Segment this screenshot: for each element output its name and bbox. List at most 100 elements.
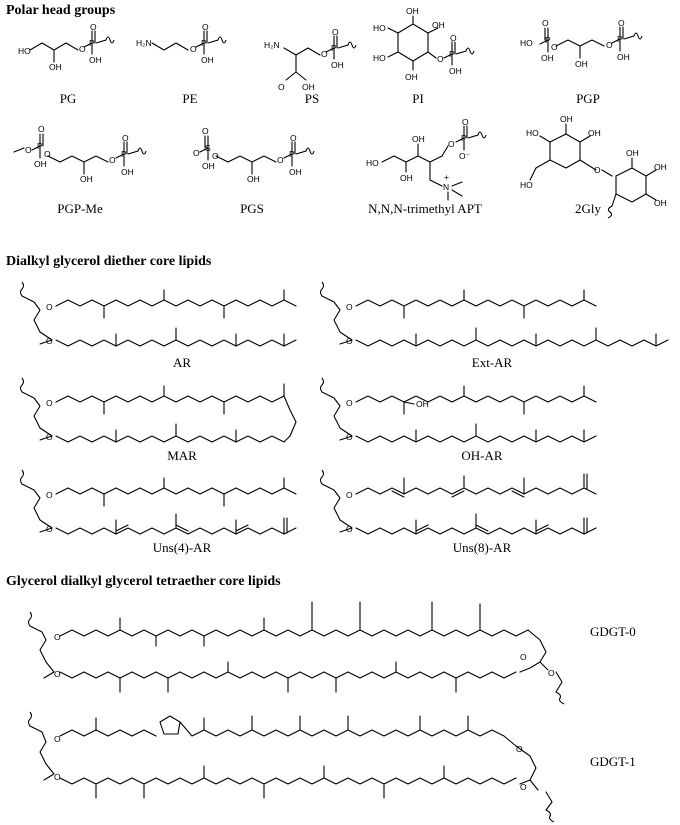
atom-label-oh: OH — [617, 52, 630, 62]
atom-label-o: O — [606, 40, 613, 50]
atom-label-o: O — [46, 302, 53, 312]
structure-Uns8-AR: O O — [319, 469, 597, 535]
atom-label-oh: OH — [247, 174, 260, 184]
atom-label-o: O — [332, 27, 339, 37]
atom-label-p: P — [37, 141, 43, 151]
atom-label-p: P — [201, 38, 207, 48]
atom-label-o: O — [448, 139, 455, 149]
structure-PE: H₂N O P O OH — [136, 22, 227, 65]
atom-label-oh: OH — [34, 159, 47, 169]
atom-label-oh: OH — [202, 161, 215, 171]
atom-label-oh: OH — [560, 114, 573, 124]
atom-label-oh: OH — [588, 128, 601, 138]
label-Uns4-AR: Uns(4)-AR — [153, 540, 212, 555]
atom-label-o: O — [54, 772, 61, 782]
atom-label-oh: OH — [289, 167, 302, 177]
atom-label-o: O — [193, 148, 200, 158]
atom-label-p: P — [89, 38, 95, 48]
structure-PI: OH HO OH HO OH O P O OH — [373, 6, 475, 82]
structure-APT: HO OH OH O P O O⁻ N + — [366, 117, 487, 201]
atom-label-oh: OH — [405, 72, 418, 82]
atom-label-o: O — [277, 155, 284, 165]
label-2Gly: 2Gly — [575, 201, 602, 216]
atom-label-p: P — [289, 149, 295, 159]
atom-label-o: O — [542, 18, 549, 28]
atom-label-oh: OH — [412, 134, 425, 144]
label-PE: PE — [182, 91, 197, 106]
atom-label-o: O — [520, 782, 527, 792]
atom-label-o: O — [54, 669, 61, 679]
atom-label-o: O — [46, 524, 53, 534]
structure-PGP: HO P O OH O OH O P O OH — [520, 18, 643, 69]
atom-label-n: N — [443, 182, 449, 192]
atom-label-s: S — [205, 143, 211, 153]
atom-label-o: O — [290, 133, 297, 143]
atom-label-oh: OH — [121, 167, 134, 177]
atom-label-o: O — [46, 432, 53, 442]
atom-label-o: O — [109, 155, 116, 165]
label-PGS: PGS — [240, 201, 264, 216]
atom-label-p: P — [461, 133, 467, 143]
structure-OH-AR: O O OH — [319, 377, 597, 443]
atom-label-oh: OH — [406, 6, 419, 16]
atom-label-oh: OH — [80, 174, 93, 184]
atom-label-oh: OH — [400, 173, 413, 183]
structure-MAR: O O — [19, 377, 297, 443]
atom-label-o: O — [54, 632, 61, 642]
atom-label-oh: OH — [302, 82, 315, 92]
atom-label-o: O — [122, 133, 129, 143]
atom-label-h2n: H₂N — [264, 40, 280, 50]
label-PG: PG — [60, 91, 77, 106]
structure-PGS: O S O OH O OH O P O OH — [193, 126, 315, 184]
atom-label-o: O — [46, 336, 53, 346]
atom-label-oh: OH — [449, 66, 462, 76]
atom-label-o: O — [520, 652, 527, 662]
atom-label-p: P — [121, 149, 127, 159]
atom-label-o: O — [594, 165, 601, 175]
atom-label-o: O — [346, 398, 353, 408]
atom-label-o: O — [202, 126, 209, 136]
structure-PS: H₂N O OH O P O OH — [264, 27, 357, 92]
atom-label-ho: HO — [520, 38, 533, 48]
atom-label-oh: OH — [89, 55, 102, 65]
atom-label-ho: HO — [526, 128, 539, 138]
atom-label-p: P — [545, 35, 551, 45]
atom-label-o: O — [516, 744, 523, 754]
atom-label-o: O — [346, 490, 353, 500]
atom-label-o: O — [618, 18, 625, 28]
label-PI: PI — [412, 91, 424, 106]
atom-label-oh: OH — [416, 399, 429, 409]
atom-label-oh: OH — [575, 59, 588, 69]
atom-label-oh: OH — [654, 198, 667, 208]
atom-label-o: O — [44, 149, 51, 159]
atom-label-o: O — [437, 54, 444, 64]
atom-label-oh: OH — [541, 53, 554, 63]
atom-label-oh: OH — [201, 55, 214, 65]
atom-label-oh: OH — [432, 20, 445, 30]
atom-label-oh: OH — [626, 148, 639, 158]
structure-GDGT-1: O O O O — [27, 711, 555, 823]
structure-PGPMe: O P O OH O OH O P O OH — [13, 124, 147, 184]
label-Uns8-AR: Uns(8)-AR — [453, 540, 512, 555]
atom-label-p: P — [331, 43, 337, 53]
section-polar-head-groups: Polar head groups — [6, 3, 116, 18]
atom-label-ho: HO — [373, 23, 386, 33]
atom-label-ho: HO — [18, 46, 31, 56]
atom-label-o: O — [346, 302, 353, 312]
label-AR: AR — [173, 355, 191, 370]
label-PGP-Me: PGP-Me — [57, 201, 103, 216]
label-MAR: MAR — [167, 448, 197, 463]
atom-label-o: O — [551, 42, 558, 52]
atom-label-o: O — [54, 734, 61, 744]
atom-label-o: O — [321, 49, 328, 59]
section-diether-core-lipids: Dialkyl glycerol diether core lipids — [6, 254, 212, 269]
atom-label-o: O — [190, 44, 197, 54]
atom-label-plus: + — [444, 172, 449, 182]
structure-GDGT-0: O O O O — [27, 601, 565, 705]
structure-2Gly: OH HO OH HO O OH OH OH — [520, 114, 667, 219]
label-GDGT-1: GDGT-1 — [590, 754, 636, 769]
atom-label-oh: OH — [49, 62, 62, 72]
label-APT: N,N,N-trimethyl APT — [368, 201, 482, 216]
atom-label-ho: HO — [366, 158, 379, 168]
